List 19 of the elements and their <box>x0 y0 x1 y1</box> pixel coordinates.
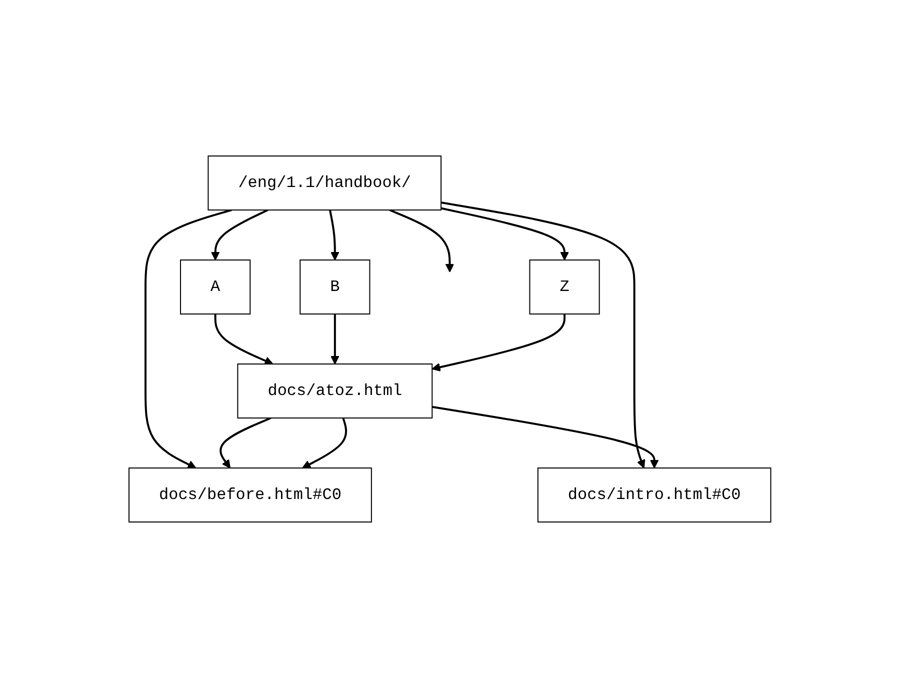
arrow <box>388 209 454 272</box>
arrow <box>431 314 566 372</box>
arrow <box>440 202 645 468</box>
node-box: Z <box>528 260 600 314</box>
arrow <box>330 314 339 364</box>
node-box: /eng/1.1/handbook/ <box>207 156 442 210</box>
arrow <box>440 207 569 260</box>
arrow <box>328 210 339 260</box>
node-box: docs/atoz.html <box>236 364 432 418</box>
arrow <box>219 417 271 468</box>
arrow <box>144 209 232 468</box>
arrow <box>302 418 347 468</box>
arrow <box>432 406 658 468</box>
node-box: docs/before.html#C0 <box>128 468 372 522</box>
arrow <box>214 314 273 365</box>
node-box: A <box>180 260 250 314</box>
arrow <box>210 209 268 260</box>
node-box: B <box>299 260 370 314</box>
node-box: docs/intro.html#C0 <box>537 468 771 522</box>
